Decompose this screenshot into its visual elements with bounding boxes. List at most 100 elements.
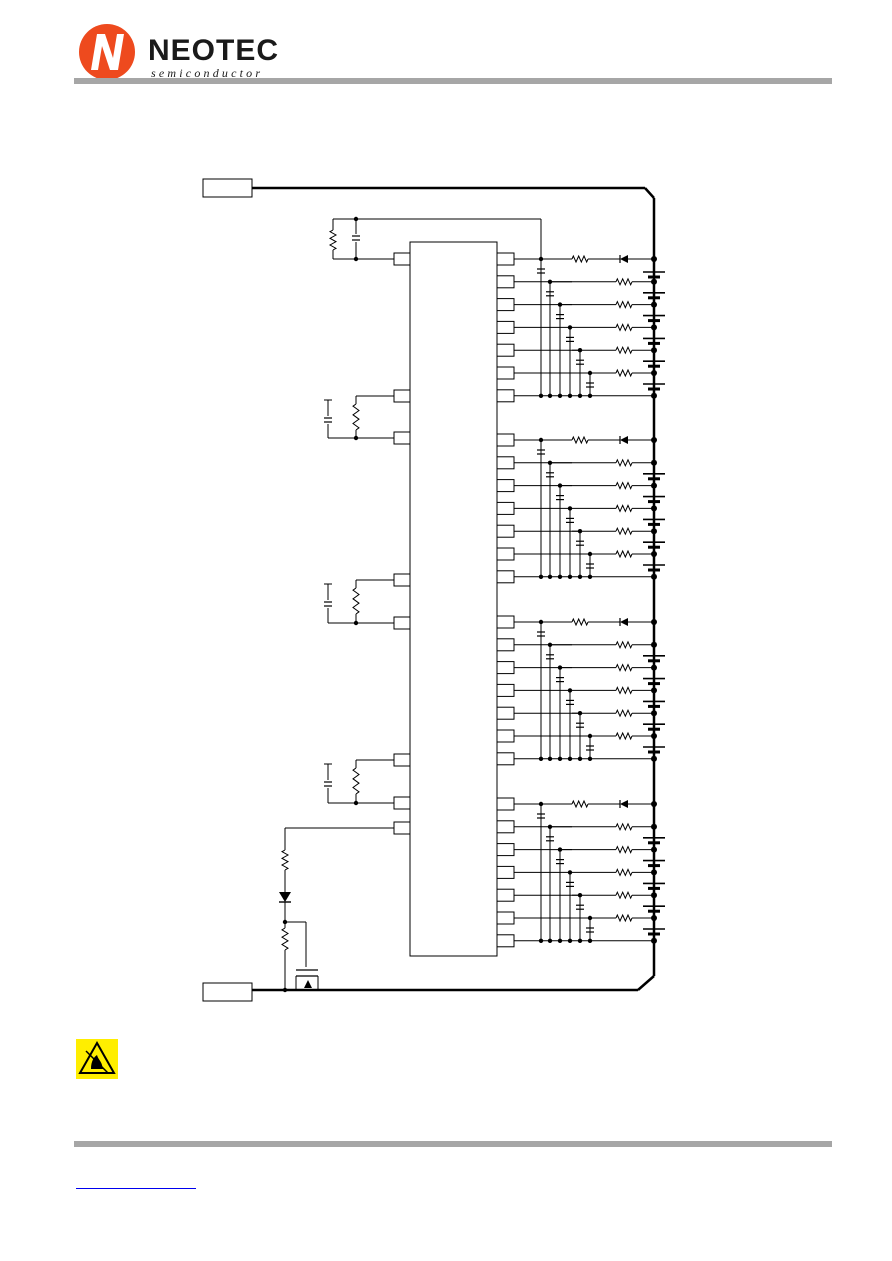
esd-sensitive-icon — [76, 1039, 118, 1079]
ic-pin — [496, 797, 515, 811]
footer-link[interactable] — [76, 1170, 196, 1189]
resistor — [615, 663, 633, 672]
ic-pin — [496, 275, 515, 289]
cell-node-dot — [651, 301, 657, 308]
ic-pin — [496, 615, 515, 629]
resistor — [328, 229, 338, 251]
junction-dot — [353, 256, 359, 262]
company-logo: NEOTEC semiconductor — [76, 22, 280, 82]
cell-node-dot — [651, 664, 657, 671]
resistor — [615, 345, 633, 355]
ic-pin — [496, 343, 515, 357]
brand-name: NEOTEC — [148, 34, 280, 67]
ic-pin — [496, 843, 515, 857]
diode — [620, 255, 628, 263]
ic-pin — [393, 573, 411, 587]
resistor — [571, 254, 589, 264]
ic-pin — [496, 888, 515, 902]
cell-node-dot — [651, 755, 657, 762]
junction-dot — [353, 435, 359, 441]
ic-pin — [496, 752, 515, 766]
ic-pin — [496, 524, 515, 538]
pack-negative-bus — [637, 975, 655, 991]
cell-node-dot — [651, 324, 657, 331]
cell-node-dot — [651, 505, 657, 512]
mosfet-body-diode — [304, 980, 312, 988]
ic-pin — [496, 479, 515, 493]
resistor — [615, 845, 633, 854]
cell-node-dot — [651, 482, 657, 489]
cell-node-dot — [651, 710, 657, 717]
footer-rule — [74, 1141, 832, 1147]
resistor — [615, 822, 633, 832]
cell-node-dot — [651, 459, 657, 466]
ic-pin — [496, 865, 515, 879]
cell-node-dot — [651, 528, 657, 535]
cell-node-dot — [651, 846, 657, 853]
resistor — [352, 403, 360, 431]
ic-pin — [496, 547, 515, 561]
ic-pin — [393, 616, 411, 630]
cell-node-dot — [651, 937, 657, 944]
resistor — [615, 526, 633, 536]
ic-pin — [393, 796, 411, 810]
resistor — [571, 435, 589, 445]
pack-negative-terminal — [202, 982, 253, 1002]
resistor — [352, 767, 360, 795]
resistor — [615, 549, 633, 559]
resistor — [615, 458, 633, 468]
cell-node-dot — [651, 823, 657, 830]
resistor — [571, 617, 589, 627]
cell-node-dot — [651, 915, 657, 921]
cell-node-dot — [651, 437, 657, 443]
resistor — [280, 849, 290, 871]
ic-pin — [496, 706, 515, 720]
cell-node-dot — [651, 278, 657, 285]
resistor — [281, 927, 289, 951]
diode — [620, 800, 628, 808]
cell-node-dot — [651, 892, 657, 899]
resistor — [615, 868, 633, 877]
resistor — [615, 504, 633, 513]
cell-node-dot — [651, 619, 657, 625]
resistor — [615, 368, 633, 378]
diode — [620, 618, 628, 626]
cell-node-dot — [651, 551, 657, 557]
resistor — [615, 481, 633, 490]
cell-node-dot — [651, 801, 657, 807]
pack-positive-terminal — [202, 178, 253, 198]
ic-pin — [496, 683, 515, 697]
junction-dot — [282, 987, 288, 993]
protection-ic — [409, 241, 498, 957]
resistor — [615, 913, 633, 923]
ic-pin — [496, 729, 515, 743]
junction-dot — [353, 620, 359, 626]
ic-pin — [496, 366, 515, 380]
cell-node-dot — [651, 687, 657, 694]
ic-pin — [496, 389, 515, 403]
neotec-logo-icon — [79, 24, 135, 80]
cell-node-dot — [651, 392, 657, 399]
ic-pin — [496, 934, 515, 948]
ic-pin — [496, 320, 515, 334]
resistor — [615, 731, 633, 741]
resistor — [615, 708, 633, 718]
cell-node-dot — [651, 370, 657, 376]
ic-pin — [393, 431, 411, 445]
resistor — [352, 587, 360, 615]
resistor — [615, 686, 633, 695]
ic-pin — [496, 252, 515, 266]
ic-pin — [496, 298, 515, 312]
resistor — [615, 300, 633, 309]
ic-pin — [393, 252, 411, 266]
junction-dot — [353, 800, 359, 806]
ic-pin — [496, 501, 515, 515]
pack-positive-bus — [644, 187, 655, 199]
resistor — [615, 277, 633, 287]
cell-node-dot — [651, 347, 657, 354]
cell-node-dot — [651, 733, 657, 739]
resistor — [615, 890, 633, 900]
ic-pin — [393, 753, 411, 767]
diode — [620, 436, 628, 444]
